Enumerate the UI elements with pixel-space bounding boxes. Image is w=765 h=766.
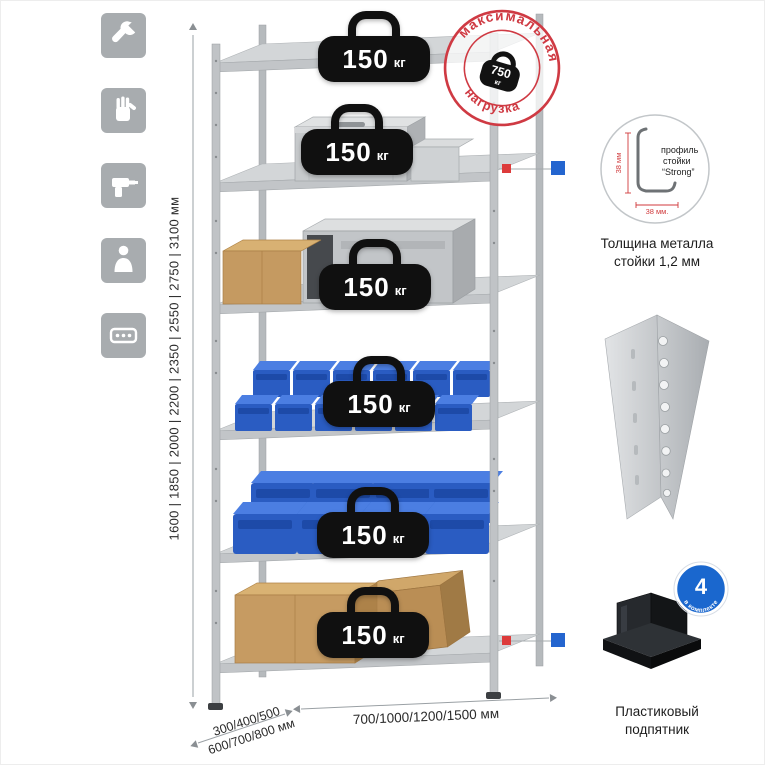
load-unit: кг bbox=[376, 148, 389, 163]
angle-post-picture bbox=[604, 314, 710, 520]
gloves-icon bbox=[116, 96, 136, 121]
load-unit: кг bbox=[392, 531, 405, 546]
stamp-weight-icon: 750 кг bbox=[479, 51, 520, 92]
weight-handle-icon bbox=[347, 487, 399, 515]
load-value: 150 bbox=[347, 388, 394, 419]
profile-label-2: стойки bbox=[663, 156, 691, 166]
load-unit: кг bbox=[392, 631, 405, 646]
callout-markers bbox=[499, 161, 565, 647]
shelf-load-badge-4: 150 кг bbox=[323, 356, 435, 427]
shelf-load-badge-1: 150 кг bbox=[318, 11, 430, 82]
post-profile-drawing bbox=[636, 127, 677, 193]
weight-handle-icon bbox=[353, 356, 405, 384]
quantity-badge: 4 в комплекте bbox=[673, 561, 729, 617]
foot-caption-line2: подпятник bbox=[624, 721, 690, 737]
profile-dim-side: 38 мм bbox=[614, 153, 623, 174]
shelf-load-badge-2: 150 кг bbox=[301, 104, 413, 175]
drill-tile bbox=[101, 163, 146, 208]
wrench-tile bbox=[101, 13, 146, 58]
load-value: 150 bbox=[342, 43, 389, 74]
weight-handle-icon bbox=[349, 239, 401, 267]
load-value: 150 bbox=[341, 519, 388, 550]
foot-caption-line1: Пластиковый bbox=[615, 704, 699, 719]
profile-dim-bottom: 38 мм. bbox=[646, 207, 669, 216]
load-unit: кг bbox=[398, 400, 411, 415]
shelf-load-badge-5: 150 кг bbox=[317, 487, 429, 558]
load-value: 150 bbox=[325, 136, 372, 167]
load-unit: кг bbox=[393, 55, 406, 70]
quantity-value: 4 bbox=[695, 574, 708, 599]
profile-caption: Толщина металла стойки 1,2 мм bbox=[577, 235, 737, 270]
dimension-lines bbox=[189, 23, 557, 748]
gloves-tile bbox=[101, 88, 146, 133]
profile-caption-line2: стойки 1,2 мм bbox=[613, 253, 701, 269]
foot-caption: Пластиковый подпятник bbox=[577, 703, 737, 738]
load-value: 150 bbox=[343, 271, 390, 302]
perforated-post-icon bbox=[109, 327, 138, 344]
red-marker-bottom bbox=[502, 636, 511, 645]
post-tile bbox=[101, 313, 146, 358]
post-holes bbox=[658, 336, 672, 497]
weight-handle-icon bbox=[348, 11, 400, 39]
shelf-load-badge-6: 150 кг bbox=[317, 587, 429, 658]
height-dimension-label: 1600 | 1850 | 2000 | 2200 | 2350 | 2550 … bbox=[166, 196, 182, 541]
load-value: 150 bbox=[341, 619, 388, 650]
rack-back-posts bbox=[258, 13, 544, 678]
drill-icon bbox=[112, 178, 138, 197]
shelf-load-badge-3: 150 кг bbox=[319, 239, 431, 310]
profile-callout: 38 мм 38 мм. профиль стойки “Strong” bbox=[600, 114, 710, 224]
weight-handle-icon bbox=[331, 104, 383, 132]
blue-marker-top bbox=[551, 161, 565, 175]
post-slots bbox=[631, 349, 639, 485]
load-unit: кг bbox=[394, 283, 407, 298]
stamp-weight-unit: кг bbox=[494, 78, 503, 87]
profile-caption-line1: Толщина металла bbox=[600, 236, 714, 251]
plastic-foot-picture bbox=[603, 592, 701, 669]
wrench-icon bbox=[112, 21, 140, 43]
weight-handle-icon bbox=[347, 587, 399, 615]
profile-dimension-lines bbox=[625, 132, 679, 208]
profile-label-1: профиль bbox=[661, 145, 699, 155]
red-marker-top bbox=[502, 164, 511, 173]
blue-marker-bottom bbox=[551, 633, 565, 647]
stamp-weight-value: 750 bbox=[489, 62, 513, 81]
person-tile bbox=[101, 238, 146, 283]
profile-label-3: “Strong” bbox=[662, 167, 695, 177]
max-load-stamp: максимальная нагрузка 750 кг bbox=[443, 7, 563, 127]
person-icon bbox=[114, 245, 133, 272]
